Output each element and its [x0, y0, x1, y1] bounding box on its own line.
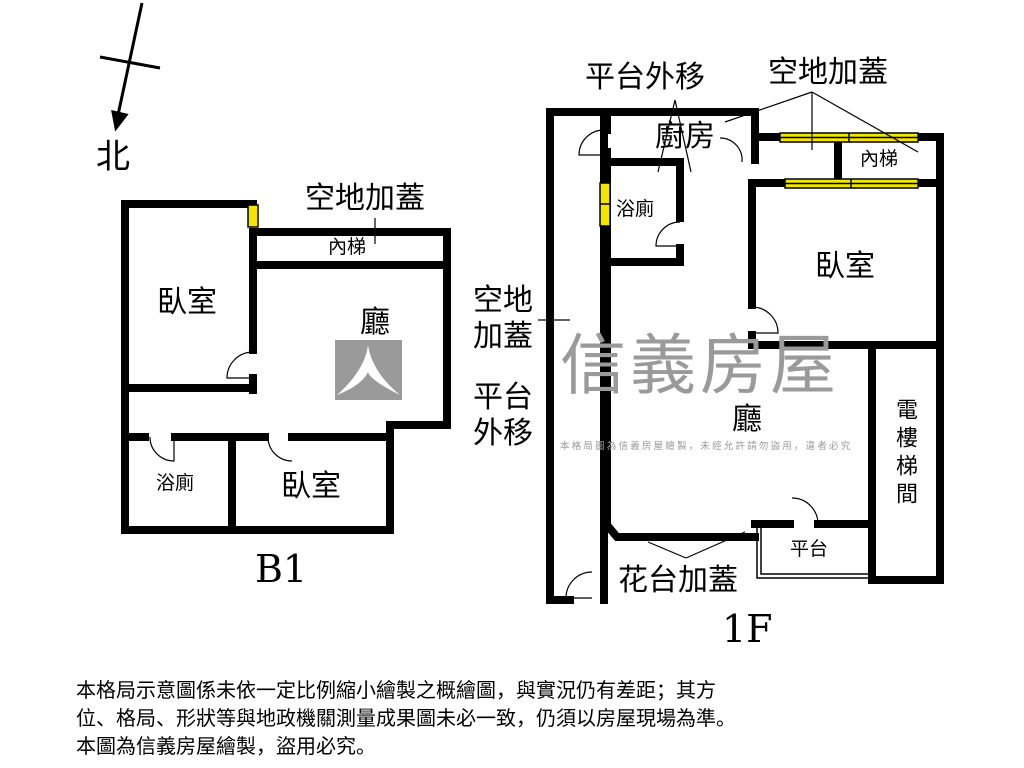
watermark-brand: 信義房屋 — [560, 327, 840, 404]
b1-bedroom-nw-label: 臥室 — [157, 285, 217, 320]
middle-extension-label: 空地 加蓋 — [473, 283, 533, 354]
disclaimer: 本格局示意圖係未依一定比例縮小繪製之概繪圖，與實況仍有差距；其方 位、格局、形狀… — [76, 676, 736, 760]
disclaimer-line: 本格局示意圖係未依一定比例縮小繪製之概繪圖，與實況仍有差距；其方 — [76, 678, 716, 702]
f1-leader-lines — [538, 91, 919, 559]
f1-platform-label: 平台 — [790, 538, 829, 560]
b1-bath-label: 浴廁 — [156, 472, 195, 494]
watermark-notice: 本格局圖為信義房屋繪製，未經允許請勿盜用，違者必究 — [560, 441, 853, 452]
watermark-logo-icon — [335, 340, 402, 400]
f1-stairs-label: 內梯 — [860, 148, 899, 170]
north-arrow-icon — [99, 2, 161, 132]
f1-floor-label: 1F — [722, 607, 773, 651]
north-label: 北 — [96, 137, 130, 177]
b1-bedroom-s-label: 臥室 — [281, 469, 341, 504]
f1-doors — [565, 129, 819, 599]
f1-platform-shift-label: 平台外移 — [585, 60, 705, 95]
f1-platform-rail — [756, 526, 870, 579]
f1-extension-label: 空地加蓋 — [768, 55, 888, 90]
f1-windows — [599, 132, 919, 227]
b1-floor-label: B1 — [255, 547, 308, 591]
disclaimer-line: 位、格局、形狀等與地政機關測量成果圖未必一致，仍須以房屋現場為準。 — [76, 706, 736, 730]
b1-living-label: 廳 — [360, 305, 390, 340]
f1-walls — [546, 108, 944, 604]
f1-kitchen-label: 廚房 — [655, 119, 715, 154]
b1-window — [247, 204, 259, 228]
disclaimer-line: 本圖為信義房屋繪製，盜用必究。 — [76, 734, 376, 758]
middle-platform-shift-label: 平台 外移 — [473, 380, 533, 451]
f1-living-label: 廳 — [732, 402, 762, 437]
f1-planter-extension-label: 花台加蓋 — [618, 563, 738, 598]
f1-elevator-label: 電樓梯間 — [892, 398, 917, 510]
b1-doors — [149, 351, 293, 462]
b1-stairs-label: 內梯 — [328, 236, 367, 258]
b1-walls — [121, 200, 451, 534]
f1-bath-label: 浴廁 — [616, 198, 655, 220]
f1-bedroom-label: 臥室 — [815, 249, 875, 284]
b1-extension-label: 空地加蓋 — [305, 181, 425, 216]
